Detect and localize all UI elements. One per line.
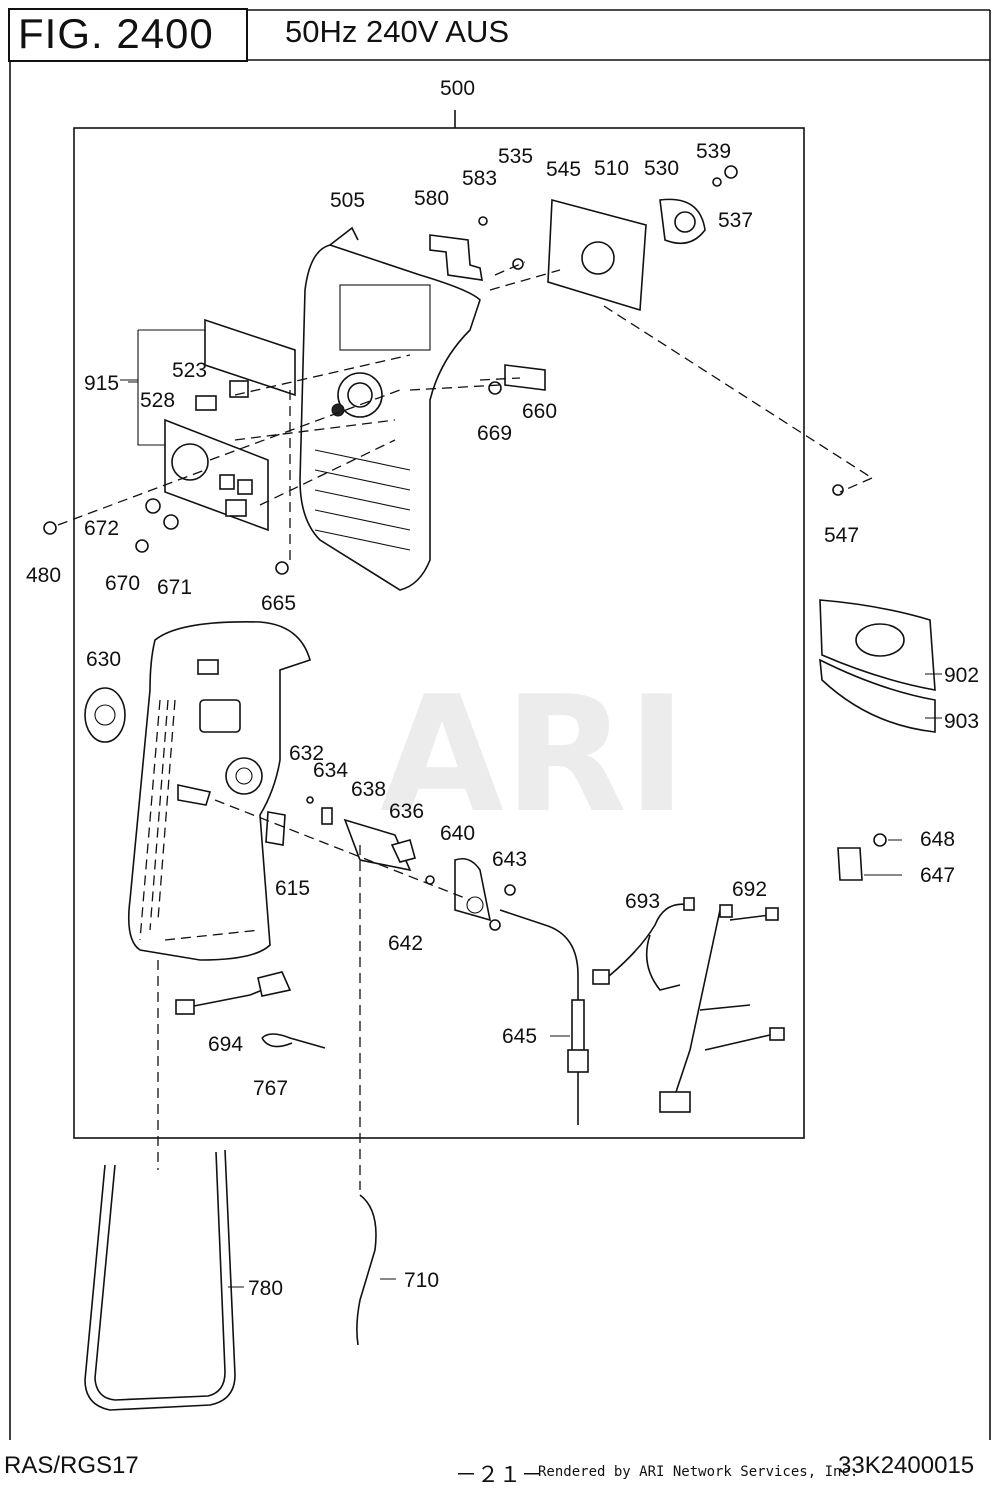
callout-528: 528 bbox=[140, 389, 175, 412]
screw-665 bbox=[275, 561, 289, 575]
cover-assembly bbox=[84, 621, 311, 961]
probe-645 bbox=[499, 909, 589, 1125]
model-label: RAS/RGS17 bbox=[4, 1452, 139, 1479]
callout-645: 645 bbox=[502, 1025, 537, 1048]
igniter-cluster bbox=[214, 796, 516, 931]
callout-638: 638 bbox=[351, 778, 386, 801]
callout-648: 648 bbox=[920, 828, 955, 851]
callout-660: 660 bbox=[522, 400, 557, 423]
callout-535: 535 bbox=[498, 145, 533, 168]
callout-665: 665 bbox=[261, 592, 296, 615]
figure-subtitle: 50Hz 240V AUS bbox=[285, 14, 510, 49]
callout-915: 915 bbox=[84, 372, 119, 395]
fuse-672 bbox=[145, 498, 161, 514]
callout-537: 537 bbox=[718, 209, 753, 232]
figure-title-box bbox=[8, 8, 248, 62]
panel-915 bbox=[128, 318, 296, 532]
page-number: －２１－ bbox=[455, 1462, 544, 1487]
callout-583: 583 bbox=[462, 167, 497, 190]
screw-648 bbox=[873, 833, 887, 847]
callout-480: 480 bbox=[26, 564, 61, 587]
callout-642: 642 bbox=[388, 932, 423, 955]
callout-767: 767 bbox=[253, 1077, 288, 1100]
callout-692: 692 bbox=[732, 878, 767, 901]
tie-767 bbox=[261, 1033, 326, 1049]
callout-902: 902 bbox=[944, 664, 979, 687]
callout-630: 630 bbox=[86, 648, 121, 671]
callout-780: 780 bbox=[248, 1277, 283, 1300]
callout-693: 693 bbox=[625, 890, 660, 913]
cover-528 bbox=[195, 395, 217, 411]
callout-547: 547 bbox=[824, 524, 859, 547]
screw-480 bbox=[43, 521, 57, 535]
callout-672: 672 bbox=[84, 517, 119, 540]
callout-640: 640 bbox=[440, 822, 475, 845]
callout-580: 580 bbox=[414, 187, 449, 210]
callout-647: 647 bbox=[920, 864, 955, 887]
callout-710: 710 bbox=[404, 1269, 439, 1292]
ari-watermark: ARI bbox=[380, 661, 687, 848]
bracket-647 bbox=[837, 847, 863, 881]
decal-902-903 bbox=[819, 599, 936, 733]
callout-694: 694 bbox=[208, 1033, 243, 1056]
fuse-671 bbox=[163, 514, 179, 530]
callout-643: 643 bbox=[492, 848, 527, 871]
wing-670 bbox=[135, 539, 149, 553]
callout-903: 903 bbox=[944, 710, 979, 733]
callout-545: 545 bbox=[546, 158, 581, 181]
knob-630 bbox=[84, 687, 126, 743]
harness-693 bbox=[592, 897, 695, 991]
assembly-500-box bbox=[73, 127, 805, 1139]
callout-530: 530 bbox=[644, 157, 679, 180]
callout-636: 636 bbox=[389, 800, 424, 823]
harness-692 bbox=[659, 904, 785, 1113]
render-credit: Rendered by ARI Network Services, Inc. bbox=[538, 1464, 859, 1480]
callout-634: 634 bbox=[313, 759, 348, 782]
page-frame bbox=[9, 10, 991, 1440]
gasket-780 bbox=[84, 1149, 236, 1411]
callout-505: 505 bbox=[330, 189, 365, 212]
callout-615: 615 bbox=[275, 877, 310, 900]
callout-671: 671 bbox=[157, 576, 192, 599]
callout-632: 632 bbox=[289, 742, 324, 765]
rod-710 bbox=[356, 1194, 377, 1346]
callout-670: 670 bbox=[105, 572, 140, 595]
wire-694 bbox=[175, 971, 292, 1015]
outlet-plate-545 bbox=[547, 165, 738, 312]
callout-669: 669 bbox=[477, 422, 512, 445]
figure-title: FIG. 2400 bbox=[18, 10, 214, 57]
callout-523: 523 bbox=[172, 359, 207, 382]
part-code: 33K2400015 bbox=[838, 1452, 975, 1479]
control-panel-505 bbox=[299, 226, 481, 591]
callout-500: 500 bbox=[440, 77, 475, 100]
callout-539: 539 bbox=[696, 140, 731, 163]
callout-510: 510 bbox=[594, 157, 629, 180]
